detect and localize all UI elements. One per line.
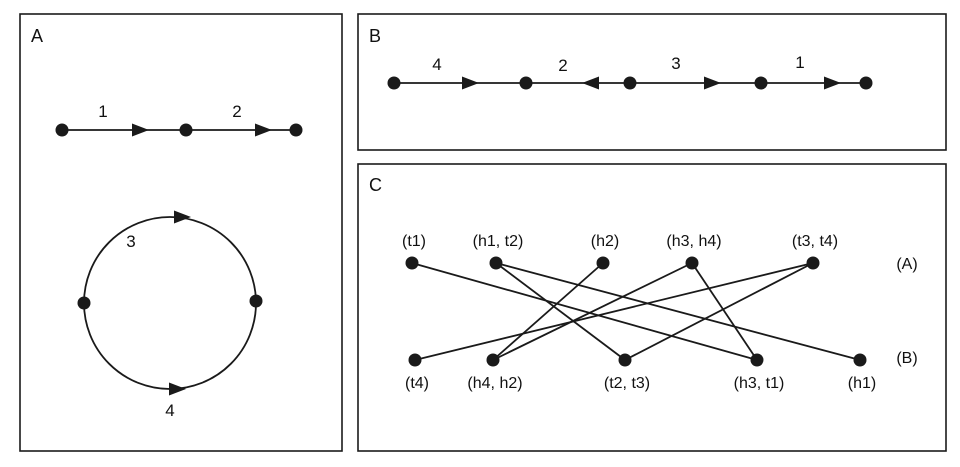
panel-a-label: A (31, 26, 43, 46)
edge-c-t-5-c-b-1 (414, 262, 814, 361)
node-label-c-b-3: (t2, t3) (604, 375, 650, 392)
node-label-c-t-5: (t3, t4) (792, 233, 838, 250)
edge-label: 1 (98, 102, 107, 121)
node-c-t-5 (806, 256, 820, 270)
node-a-c2 (249, 294, 263, 308)
node-a-c1 (77, 296, 91, 310)
edge-c-t-2-c-b-3 (495, 262, 626, 361)
node-c-b-2 (486, 353, 500, 367)
node-b-1 (387, 76, 401, 90)
arrowhead-right-icon (174, 210, 191, 224)
node-label-c-b-1: (t4) (405, 375, 429, 392)
edge-label: 3 (671, 54, 680, 73)
row-label: (A) (896, 256, 917, 273)
node-label-c-t-2: (h1, t2) (473, 233, 524, 250)
edge-c-t-5-c-b-3 (624, 262, 814, 361)
edge-label: 1 (795, 53, 804, 72)
node-label-c-b-2: (h4, h2) (467, 375, 522, 392)
node-label-c-b-4: (h3, t1) (734, 375, 785, 392)
arrowhead-right-icon (824, 76, 841, 90)
node-c-b-3 (618, 353, 632, 367)
edge-label: 4 (165, 401, 174, 420)
arrowhead-right-icon (462, 76, 479, 90)
arrowhead-right-icon (255, 123, 272, 137)
arrowhead-right-icon (169, 382, 186, 396)
edge-label: 2 (558, 56, 567, 75)
node-a-p1 (55, 123, 69, 137)
node-b-2 (519, 76, 533, 90)
row-label: (B) (896, 350, 917, 367)
edge-label: 3 (126, 232, 135, 251)
node-b-4 (754, 76, 768, 90)
edge-label: 2 (232, 102, 241, 121)
arrowhead-right-icon (132, 123, 149, 137)
node-label-c-b-5: (h1) (848, 375, 876, 392)
node-b-5 (859, 76, 873, 90)
edge-label: 4 (432, 55, 441, 74)
arrowhead-left-icon (582, 76, 599, 90)
node-c-b-5 (853, 353, 867, 367)
panel-a-border (19, 13, 343, 452)
panel-c-border (357, 163, 947, 452)
edge-c-t-1-c-b-4 (411, 262, 758, 361)
edge-c-t-2-c-b-5 (495, 262, 861, 361)
node-c-t-1 (405, 256, 419, 270)
edge-c-t-4-c-b-2 (492, 262, 693, 361)
node-c-t-2 (489, 256, 503, 270)
node-c-t-3 (596, 256, 610, 270)
edge-c-t-3-c-b-2 (492, 262, 604, 361)
panel-c-label: C (369, 175, 382, 195)
node-a-p2 (179, 123, 193, 137)
node-c-t-4 (685, 256, 699, 270)
node-c-b-1 (408, 353, 422, 367)
cycle-edge-a-cycle (83, 216, 257, 390)
arrowhead-right-icon (704, 76, 721, 90)
panel-b-label: B (369, 26, 381, 46)
node-label-c-t-3: (h2) (591, 233, 619, 250)
node-b-3 (623, 76, 637, 90)
edge-c-t-4-c-b-4 (691, 262, 758, 361)
panel-b-border (357, 13, 947, 151)
node-label-c-t-4: (h3, h4) (666, 233, 721, 250)
node-c-b-4 (750, 353, 764, 367)
node-a-p3 (289, 123, 303, 137)
node-label-c-t-1: (t1) (402, 233, 426, 250)
